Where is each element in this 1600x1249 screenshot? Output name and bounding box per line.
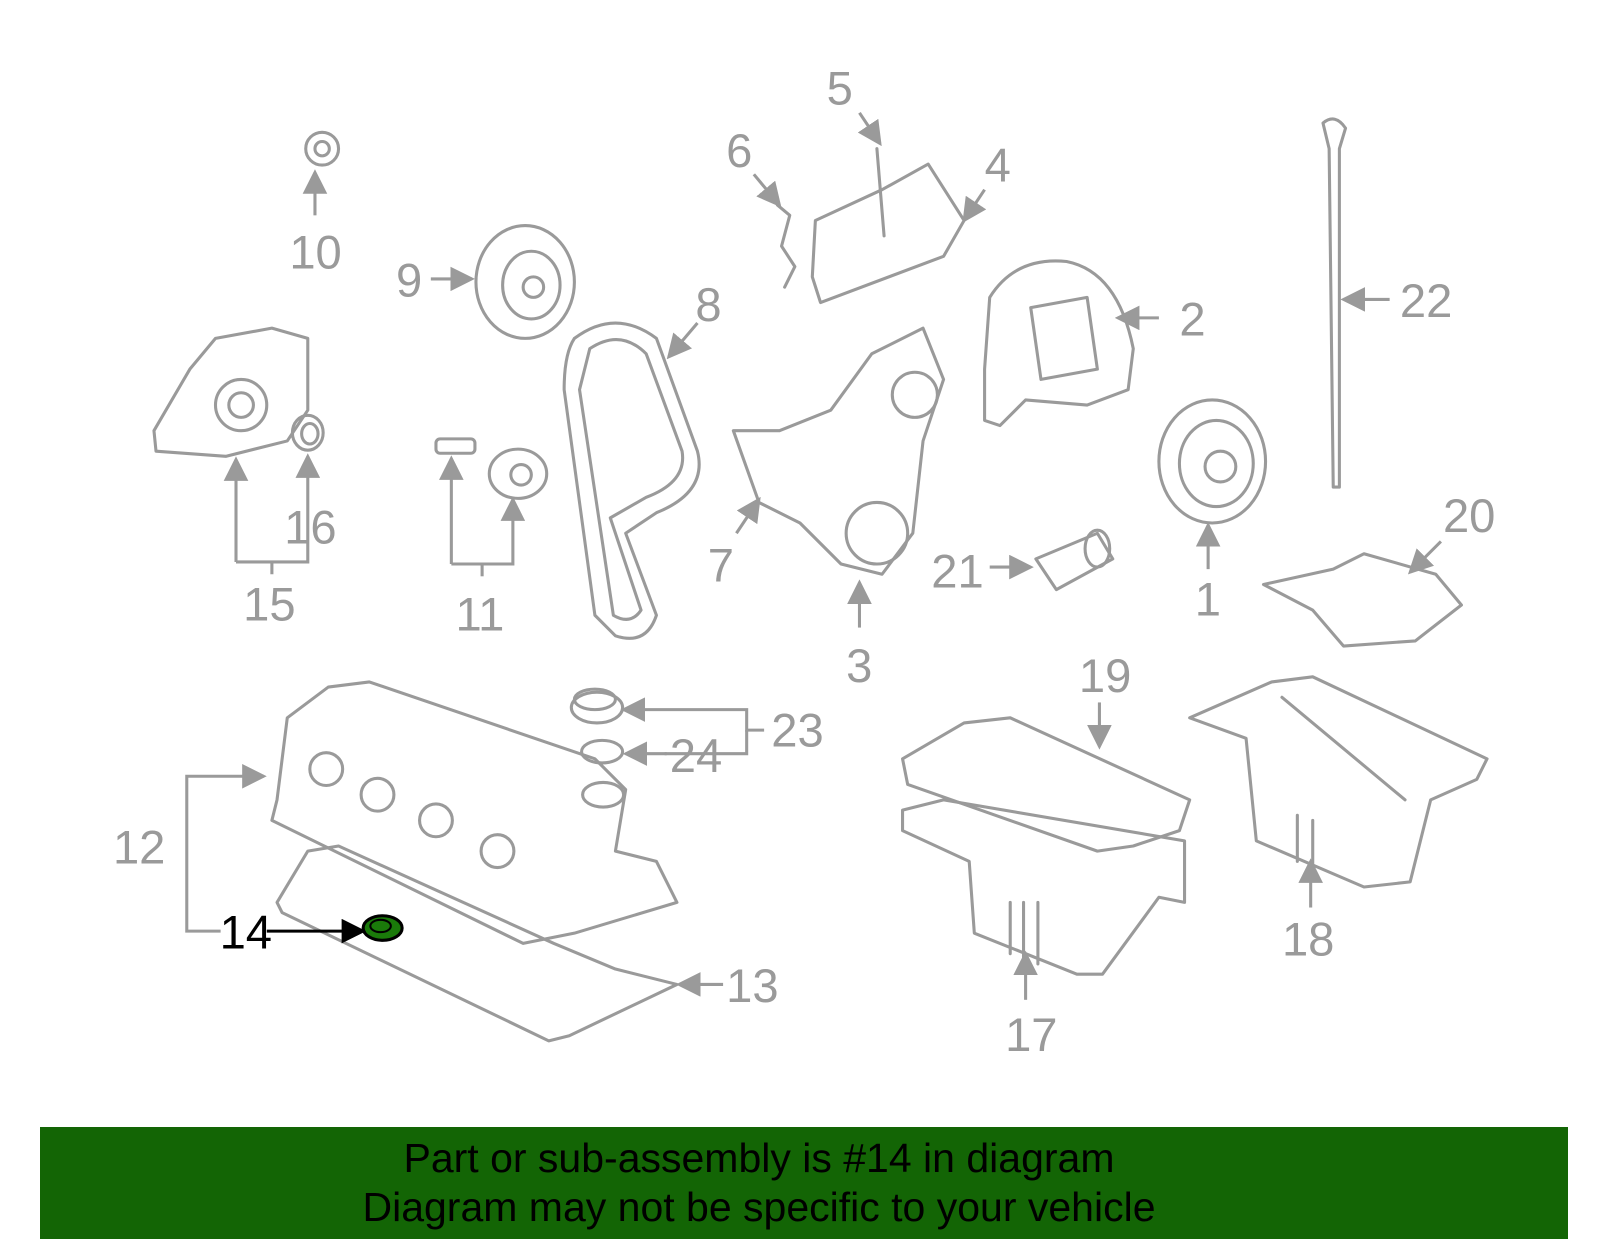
callout-6[interactable]: 6 bbox=[726, 124, 752, 177]
callout-11[interactable]: 11 bbox=[455, 588, 504, 641]
callout-12[interactable]: 12 bbox=[113, 820, 165, 873]
part-2-cover bbox=[983, 259, 1135, 428]
part-16-seal bbox=[290, 413, 325, 452]
banner-line-disclaimer: Diagram may not be specific to your vehi… bbox=[362, 1184, 1156, 1230]
callout-7[interactable]: 7 bbox=[708, 538, 734, 591]
callout-5[interactable]: 5 bbox=[827, 62, 853, 115]
callout-4[interactable]: 4 bbox=[985, 139, 1011, 192]
part-6-gasket bbox=[775, 203, 797, 289]
part-13-gasket bbox=[275, 844, 679, 1043]
leader-lines bbox=[185, 111, 1442, 1000]
part-3-lower-cover bbox=[731, 326, 946, 576]
part-15-oil-pump bbox=[152, 326, 310, 458]
part-22-dipstick bbox=[1321, 117, 1348, 489]
part-10-sprocket bbox=[304, 130, 341, 167]
callout-23[interactable]: 23 bbox=[771, 704, 823, 757]
callout-14[interactable]: 14 bbox=[220, 906, 272, 959]
callout-3[interactable]: 3 bbox=[846, 639, 872, 692]
callout-13[interactable]: 13 bbox=[726, 959, 778, 1012]
callout-8[interactable]: 8 bbox=[695, 278, 721, 331]
part-18-oil-pan bbox=[1188, 675, 1489, 889]
part-12-valve-cover bbox=[270, 680, 679, 945]
part-23-oil-cap bbox=[569, 687, 625, 725]
part-17-oil-pan bbox=[901, 798, 1187, 976]
part-21-oil-filter bbox=[1034, 528, 1115, 592]
callout-19[interactable]: 19 bbox=[1079, 649, 1131, 702]
part-14-seal-highlighted[interactable] bbox=[361, 914, 404, 942]
callout-22[interactable]: 22 bbox=[1400, 274, 1452, 327]
callout-21[interactable]: 21 bbox=[931, 545, 983, 598]
callout-16[interactable]: 16 bbox=[284, 500, 336, 553]
callout-18[interactable]: 18 bbox=[1282, 913, 1334, 966]
callout-2[interactable]: 2 bbox=[1179, 292, 1205, 345]
banner-line-part-number: Part or sub-assembly is #14 in diagram bbox=[403, 1135, 1115, 1181]
part-24-cap-seal bbox=[580, 738, 625, 765]
callout-9[interactable]: 9 bbox=[396, 253, 422, 306]
part-19-gasket bbox=[901, 716, 1192, 853]
callout-10[interactable]: 10 bbox=[289, 226, 341, 279]
callout-24[interactable]: 24 bbox=[670, 729, 722, 782]
part-9-cam-pulley bbox=[474, 224, 576, 340]
callout-20[interactable]: 20 bbox=[1443, 489, 1495, 542]
callout-15[interactable]: 15 bbox=[243, 577, 295, 630]
callout-17[interactable]: 17 bbox=[1005, 1008, 1057, 1061]
info-banner: Part or sub-assembly is #14 in diagram D… bbox=[40, 1127, 1568, 1239]
part-4-upper-cover bbox=[810, 147, 966, 305]
part-20-baffle bbox=[1261, 552, 1463, 648]
part-8-timing-belt bbox=[562, 321, 701, 640]
callout-1[interactable]: 1 bbox=[1195, 572, 1221, 625]
part-1-crank-pulley bbox=[1157, 398, 1268, 525]
